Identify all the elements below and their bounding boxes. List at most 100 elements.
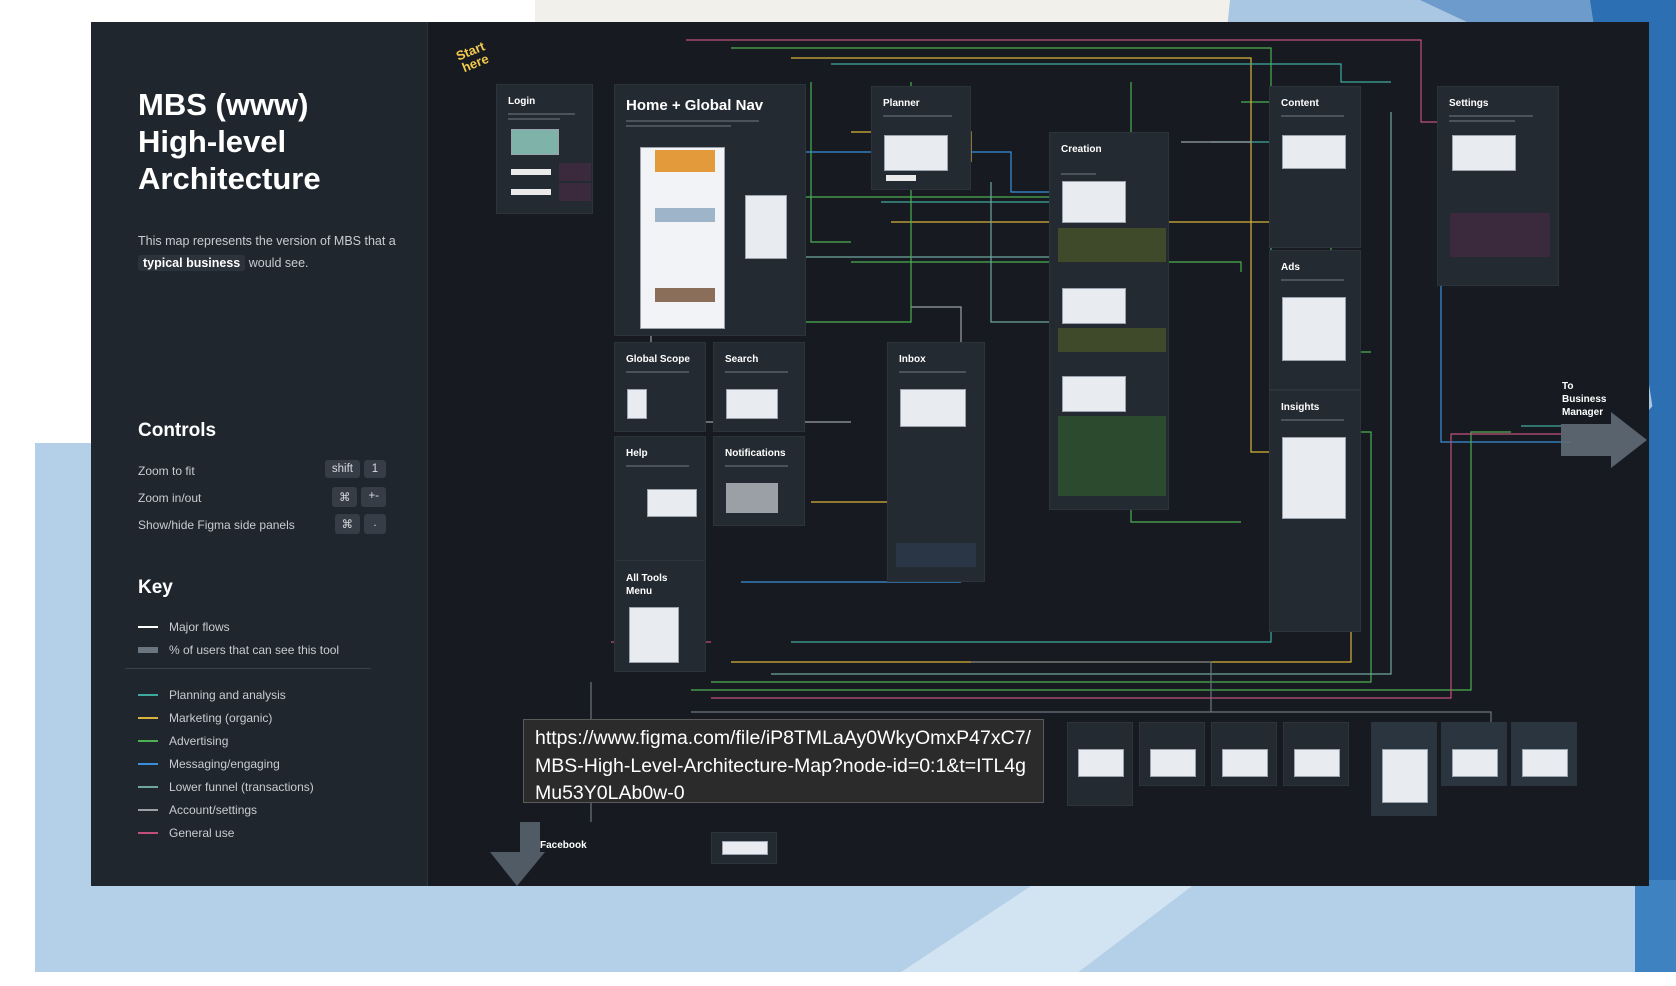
key-cap: ⌘ bbox=[331, 487, 358, 507]
control-label: Zoom to fit bbox=[138, 464, 195, 478]
description-text-end: would see. bbox=[248, 256, 309, 270]
key-cap: . bbox=[364, 514, 386, 534]
legend-label: Marketing (organic) bbox=[169, 711, 273, 725]
screen-thumbnail bbox=[627, 389, 647, 419]
node-title: All Tools Menu bbox=[626, 573, 668, 597]
screen-thumbnail bbox=[1222, 749, 1268, 777]
control-zoom-in-out: Zoom in/out ⌘ +- bbox=[138, 487, 386, 509]
control-label: Zoom in/out bbox=[138, 491, 202, 505]
screen-thumbnail bbox=[1078, 749, 1124, 777]
screen-thumbnail bbox=[511, 129, 559, 155]
node-bottom-2[interactable] bbox=[1139, 722, 1205, 786]
screen-thumbnail bbox=[1062, 376, 1126, 412]
node-bottom-5[interactable] bbox=[1371, 722, 1437, 816]
legend-swatch bbox=[138, 809, 158, 811]
node-all-tools-menu[interactable]: All Tools Menu bbox=[614, 560, 706, 672]
key-heading: Key bbox=[138, 577, 173, 598]
controls-heading: Controls bbox=[138, 420, 217, 441]
screen-thumbnail bbox=[722, 841, 768, 855]
screen-thumbnail bbox=[1282, 437, 1346, 519]
screen-thumbnail bbox=[1294, 749, 1340, 777]
node-bottom-4[interactable] bbox=[1283, 722, 1349, 786]
legend-label: Account/settings bbox=[169, 803, 258, 817]
legend-swatch bbox=[138, 740, 158, 742]
screen-thumbnail bbox=[726, 389, 778, 419]
screen-thumbnail bbox=[1452, 749, 1498, 777]
node-title: Search bbox=[725, 354, 759, 365]
screen-thumbnail bbox=[1522, 749, 1568, 777]
control-toggle-panels: Show/hide Figma side panels ⌘ . bbox=[138, 514, 386, 536]
node-bottom-3[interactable] bbox=[1211, 722, 1277, 786]
screen-thumbnail bbox=[640, 147, 725, 329]
node-title: Inbox bbox=[899, 354, 926, 365]
key-swatch bbox=[138, 626, 158, 628]
key-cap: ⌘ bbox=[334, 514, 360, 534]
key-swatch bbox=[138, 647, 158, 653]
node-title: Settings bbox=[1449, 98, 1489, 109]
map-title: MBS (www) High-level Architecture bbox=[138, 87, 321, 196]
node-inbox[interactable]: Inbox bbox=[887, 342, 985, 582]
exit-arrow bbox=[1561, 412, 1647, 468]
node-bottom-7[interactable] bbox=[1511, 722, 1577, 786]
screen-thumbnail bbox=[1282, 297, 1346, 361]
key-label: % of users that can see this tool bbox=[169, 643, 340, 657]
to-business-manager-label: To Business Manager bbox=[1562, 381, 1607, 418]
node-notifications[interactable]: Notifications bbox=[713, 436, 805, 526]
node-title: Planner bbox=[883, 98, 920, 109]
facebook-label: Facebook bbox=[540, 840, 587, 851]
node-home-global-nav[interactable]: Home + Global Nav bbox=[614, 84, 806, 336]
map-description: This map represents the version of MBS t… bbox=[138, 230, 398, 274]
legend-swatch bbox=[138, 717, 158, 719]
node-title: Insights bbox=[1281, 402, 1320, 413]
node-title: Global Scope bbox=[626, 354, 690, 365]
screen-thumbnail bbox=[647, 489, 697, 517]
url-tooltip: https://www.figma.com/file/iP8TMLaAy0Wky… bbox=[523, 719, 1044, 804]
node-creation[interactable]: Creation bbox=[1049, 132, 1169, 510]
screen-thumbnail bbox=[1382, 749, 1428, 803]
node-settings[interactable]: Settings bbox=[1437, 86, 1559, 286]
node-bottom-8[interactable] bbox=[711, 832, 777, 864]
node-title: Notifications bbox=[725, 448, 786, 459]
description-text: This map represents the version of MBS t… bbox=[138, 234, 396, 248]
key-cap: 1 bbox=[364, 460, 386, 478]
screen-thumbnail bbox=[884, 135, 948, 171]
description-highlight: typical business bbox=[138, 255, 246, 271]
legend-swatch bbox=[138, 763, 158, 765]
legend-label: Planning and analysis bbox=[169, 688, 286, 702]
legend-swatch bbox=[138, 694, 158, 696]
screen-thumbnail bbox=[1452, 135, 1516, 171]
node-planner[interactable]: Planner bbox=[871, 86, 971, 190]
screen-thumbnail bbox=[1150, 749, 1196, 777]
legend-label: Lower funnel (transactions) bbox=[169, 780, 314, 794]
legend-swatch bbox=[138, 786, 158, 788]
screen-thumbnail bbox=[745, 195, 787, 259]
node-title: Ads bbox=[1281, 262, 1300, 273]
legend-label: Messaging/engaging bbox=[169, 757, 280, 771]
node-login[interactable]: Login bbox=[496, 84, 593, 214]
key-cap: shift bbox=[324, 460, 360, 478]
screen-thumbnail bbox=[629, 607, 679, 663]
node-title: Login bbox=[508, 96, 536, 107]
node-content[interactable]: Content bbox=[1269, 86, 1361, 248]
control-zoom-to-fit: Zoom to fit shift 1 bbox=[138, 460, 386, 482]
node-title: Creation bbox=[1061, 144, 1102, 155]
node-bottom-6[interactable] bbox=[1441, 722, 1507, 786]
node-global-scope[interactable]: Global Scope bbox=[614, 342, 706, 432]
node-help[interactable]: Help bbox=[614, 436, 706, 578]
node-search[interactable]: Search bbox=[713, 342, 805, 432]
node-title: Content bbox=[1281, 98, 1319, 109]
node-bottom-1[interactable] bbox=[1067, 722, 1133, 806]
node-insights[interactable]: Insights bbox=[1269, 390, 1361, 632]
node-title: Home + Global Nav bbox=[626, 97, 764, 114]
control-label: Show/hide Figma side panels bbox=[138, 518, 295, 532]
key-label: Major flows bbox=[169, 620, 230, 634]
screen-thumbnail bbox=[726, 483, 778, 513]
legend-swatch bbox=[138, 832, 158, 834]
key-divider bbox=[125, 668, 371, 669]
screen-thumbnail bbox=[1282, 135, 1346, 169]
legend-label: General use bbox=[169, 826, 235, 840]
key-cap: +- bbox=[361, 487, 386, 507]
legend-label: Advertising bbox=[169, 734, 229, 748]
screen-thumbnail bbox=[1062, 288, 1126, 324]
node-ads[interactable]: Ads bbox=[1269, 250, 1361, 390]
